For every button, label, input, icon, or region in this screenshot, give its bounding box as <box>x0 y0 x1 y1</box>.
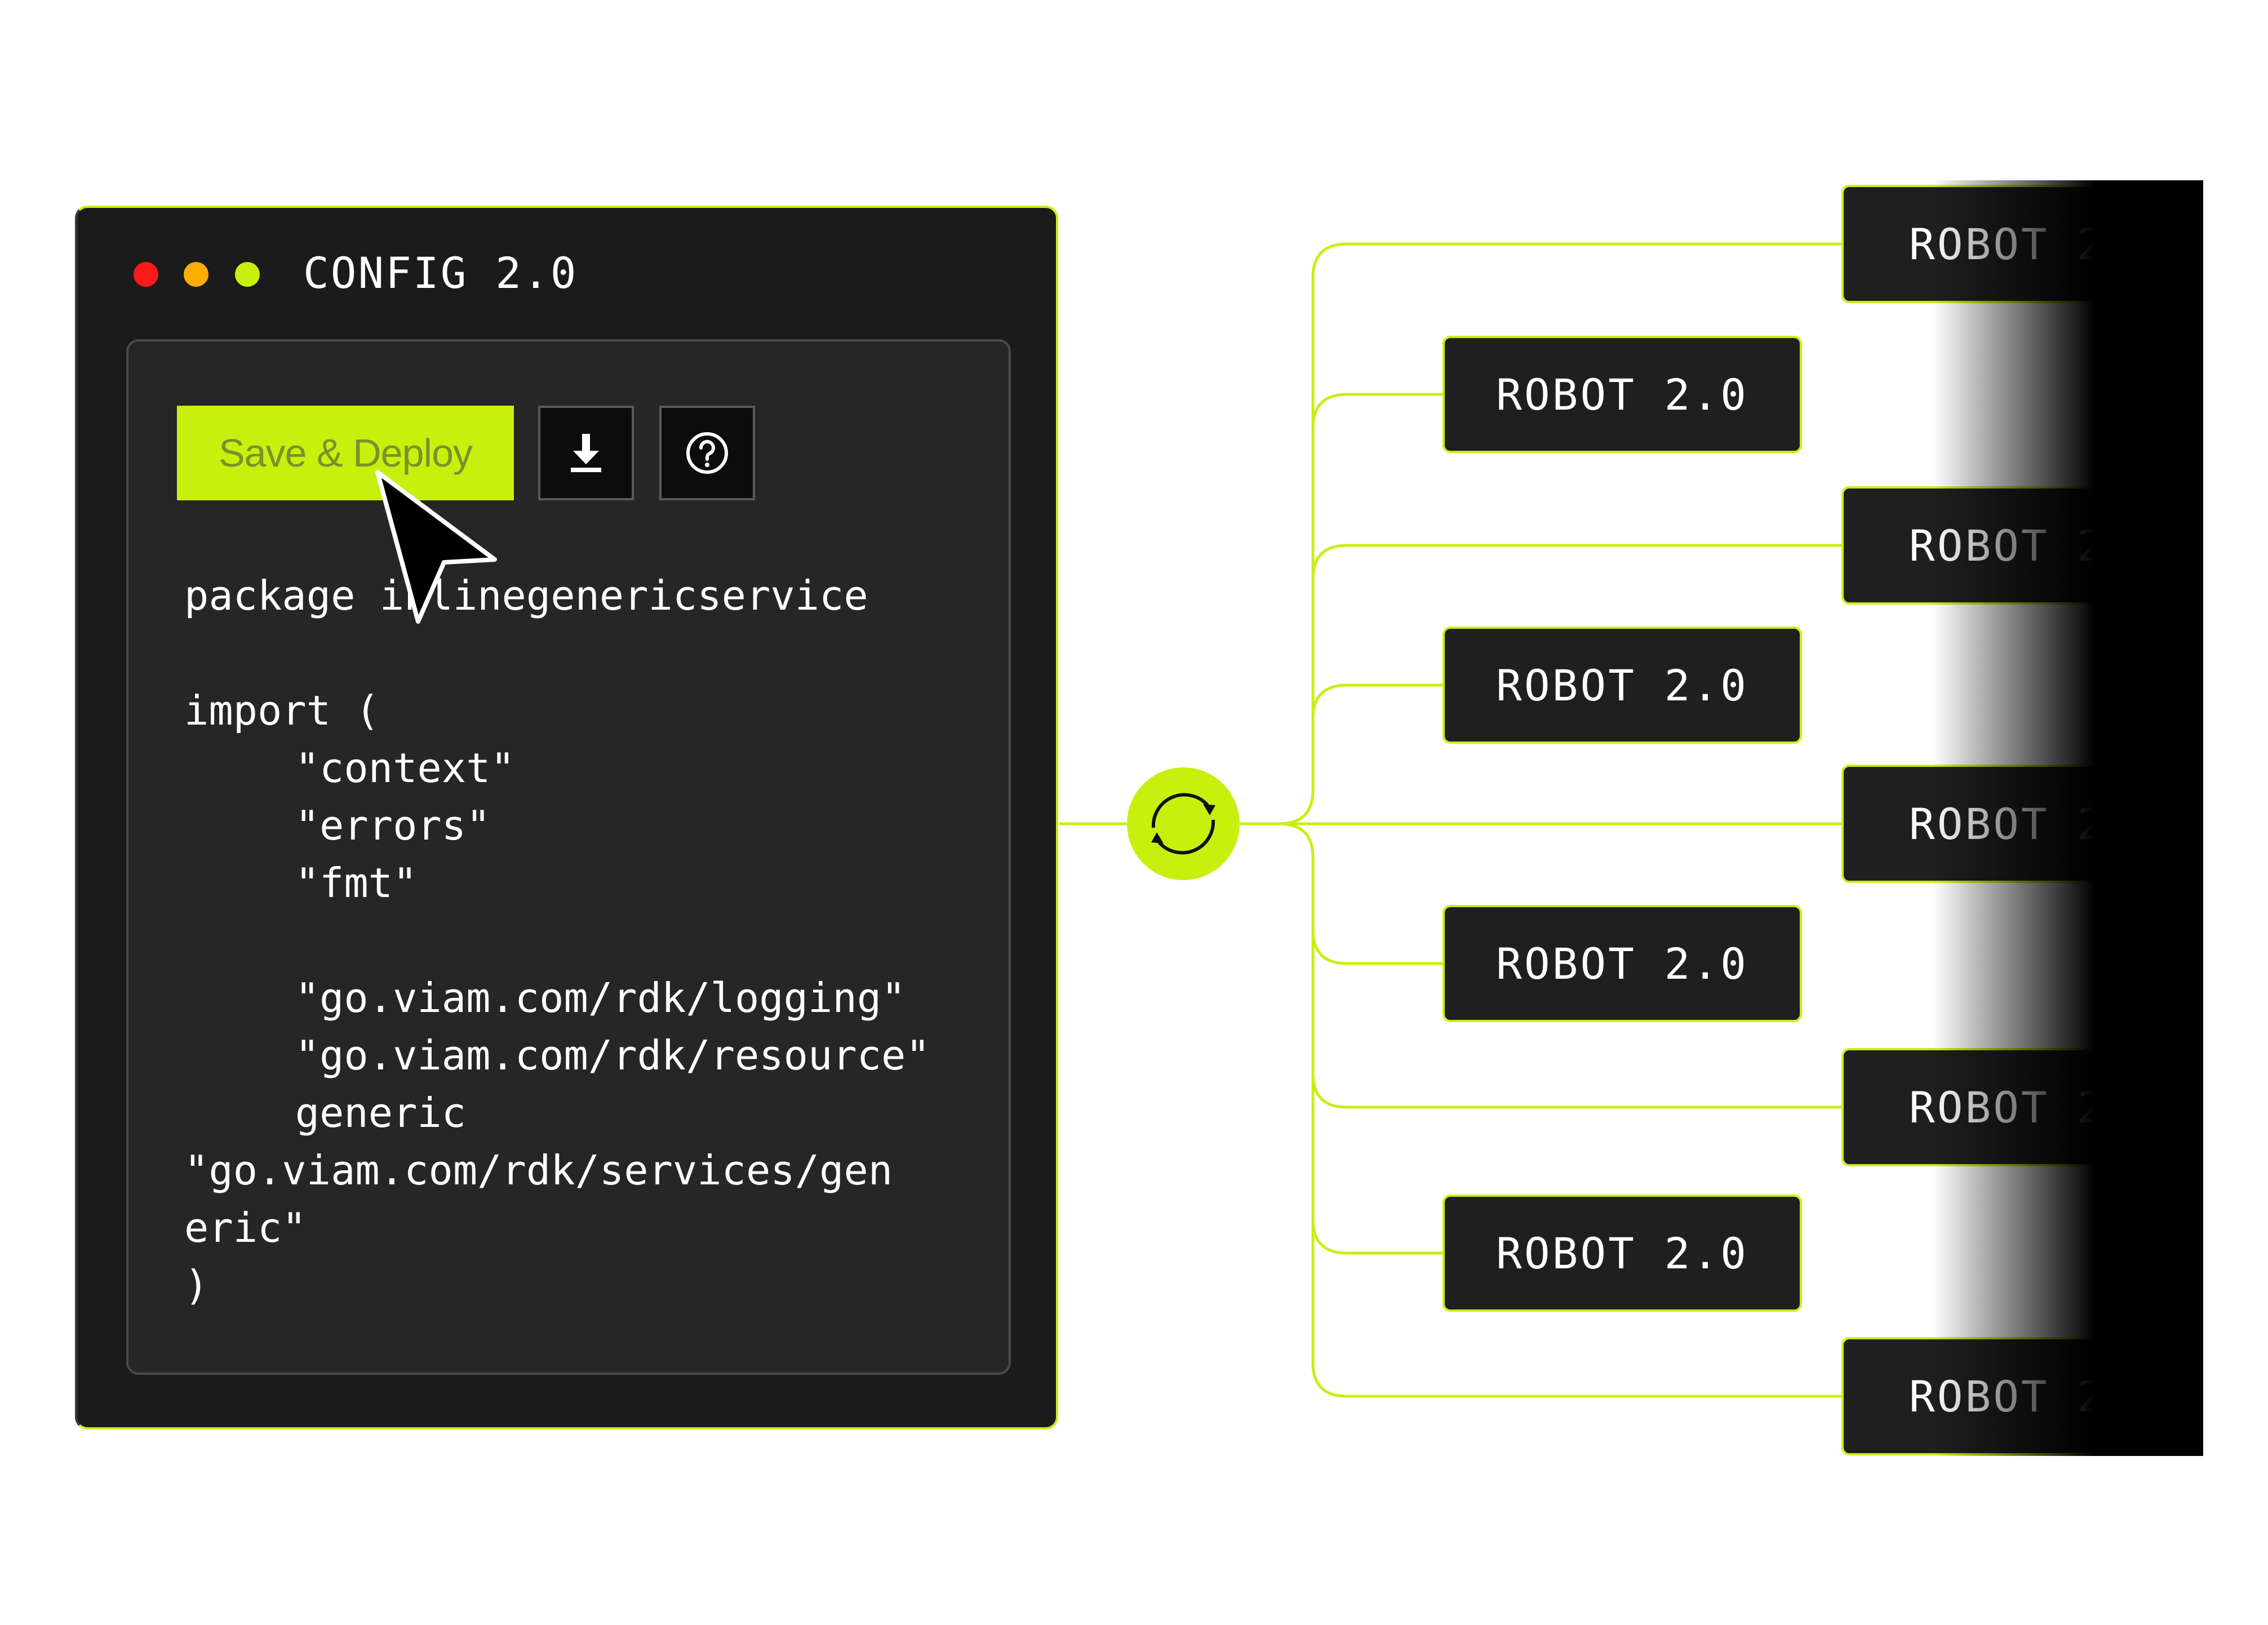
robot-node[interactable]: ROBOT 2.0 <box>1443 905 1802 1022</box>
sync-hub[interactable] <box>1127 767 1240 880</box>
robot-node[interactable]: ROBOT 2.0 <box>1443 336 1802 453</box>
code-line: "context" <box>246 744 515 792</box>
code-line: import ( <box>184 687 380 734</box>
code-line: package inlinegenericservice <box>184 572 868 619</box>
mouse-cursor-icon <box>375 470 497 624</box>
window-close-dot[interactable] <box>134 262 158 287</box>
robot-node[interactable]: ROBOT 2.0 <box>1443 627 1802 744</box>
code-line: "go.viam.com/rdk/logging" <box>246 974 906 1022</box>
robot-node[interactable]: ROBOT 2.0 <box>1443 1195 1802 1312</box>
save-deploy-button[interactable]: Save & Deploy <box>177 406 514 500</box>
window-minimize-dot[interactable] <box>184 262 208 287</box>
fade-overlay <box>1933 180 2203 1456</box>
code-line: "go.viam.com/rdk/resource" <box>246 1032 930 1079</box>
sync-icon <box>1151 793 1215 855</box>
window-title: CONFIG 2.0 <box>303 248 578 298</box>
code-line: ) <box>184 1262 209 1309</box>
help-icon <box>686 432 728 474</box>
code-line: eric" <box>184 1204 307 1251</box>
code-editor[interactable] <box>126 339 1011 1375</box>
help-button[interactable] <box>659 406 755 500</box>
code-line: "go.viam.com/rdk/services/gen <box>184 1147 893 1194</box>
code-line: "errors" <box>246 802 491 849</box>
window-maximize-dot[interactable] <box>235 262 260 287</box>
download-button[interactable] <box>538 406 634 500</box>
code-block: package inlinegenericservice import ( "c… <box>184 0 973 1309</box>
code-line: "fmt" <box>246 859 418 907</box>
download-icon <box>571 434 601 472</box>
code-line: generic <box>246 1089 467 1136</box>
